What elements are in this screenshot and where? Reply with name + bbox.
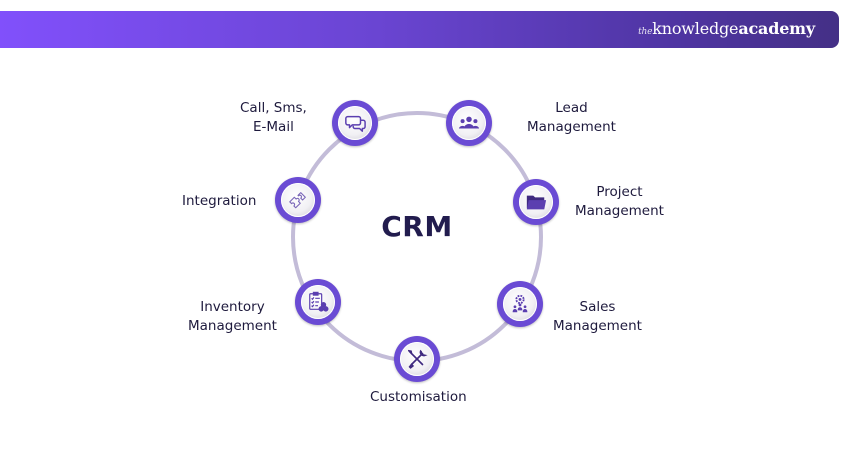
label-line: Management: [575, 203, 664, 219]
label-line: Project: [596, 184, 643, 200]
brand-name-bold: academy: [738, 19, 815, 38]
node-inventory[interactable]: [295, 279, 341, 325]
node-label-project: Project Management: [575, 183, 664, 221]
folder-icon: [526, 195, 547, 210]
center-title: CRM: [381, 210, 453, 243]
label-line: Customisation: [370, 389, 467, 405]
label-line: Integration: [182, 193, 257, 209]
node-label-lead: Lead Management: [527, 99, 616, 137]
team-gear-icon: [512, 294, 528, 313]
node-customisation[interactable]: [394, 336, 440, 382]
label-line: Management: [553, 318, 642, 334]
node-label-customisation: Customisation: [370, 388, 467, 407]
label-line: Inventory: [200, 299, 265, 315]
label-line: Call, Sms,: [240, 100, 307, 116]
label-line: E-Mail: [253, 119, 294, 135]
label-line: Management: [527, 119, 616, 135]
puzzle-pieces-icon: [289, 192, 306, 209]
node-label-integration: Integration: [182, 192, 256, 211]
chat-bubbles-icon: [345, 115, 366, 132]
node-label-inventory: Inventory Management: [188, 298, 277, 336]
label-line: Management: [188, 318, 277, 334]
brand-logo[interactable]: theknowledgeacademy: [638, 19, 815, 38]
wrench-screwdriver-icon: [407, 349, 428, 369]
clipboard-checklist-icon: [309, 291, 329, 312]
node-label-call: Call, Sms, E-Mail: [240, 99, 307, 137]
people-group-icon: [458, 116, 480, 129]
node-call[interactable]: [332, 100, 378, 146]
node-label-sales: Sales Management: [553, 298, 642, 336]
node-integration[interactable]: [275, 177, 321, 223]
node-lead[interactable]: [446, 100, 492, 146]
label-line: Lead: [555, 100, 588, 116]
node-project[interactable]: [513, 179, 559, 225]
brand-prefix: the: [638, 27, 653, 37]
label-line: Sales: [579, 299, 616, 315]
header-banner: theknowledgeacademy: [0, 11, 839, 48]
brand-name-light: knowledge: [652, 19, 739, 38]
node-sales[interactable]: [497, 281, 543, 327]
